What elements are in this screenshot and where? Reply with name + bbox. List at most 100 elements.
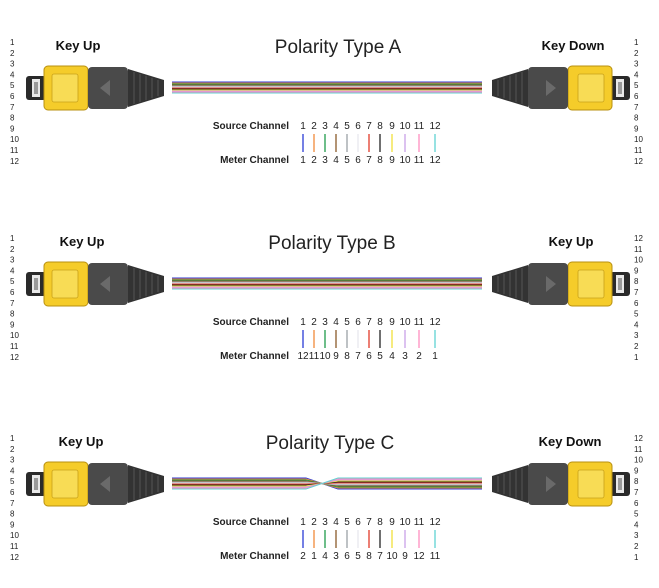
meter-channel-number: 11 [309, 351, 320, 362]
source-channel-number: 11 [414, 517, 425, 528]
meter-channel-number: 3 [322, 155, 328, 166]
left-pin-number: 2 [10, 245, 15, 254]
source-channel-number: 3 [322, 121, 328, 132]
source-channel-number: 2 [311, 317, 317, 328]
left-pin-number: 11 [10, 342, 19, 351]
right-pin-number: 12 [634, 157, 643, 166]
meter-channel-number: 8 [344, 351, 350, 362]
left-key-label: Key Up [60, 234, 105, 249]
right-pin-number: 10 [634, 456, 643, 465]
right-pin-number: 6 [634, 92, 639, 101]
source-channel-number: 5 [344, 317, 350, 328]
left-pin-number: 5 [10, 277, 15, 286]
source-channel-number: 1 [300, 317, 306, 328]
source-channel-number: 10 [399, 317, 411, 328]
left-pin-number: 1 [10, 38, 15, 47]
meter-channel-number: 3 [333, 551, 339, 562]
left-mpo-connector [26, 65, 164, 111]
right-pin-number: 6 [634, 499, 639, 508]
source-channel-number: 3 [322, 317, 328, 328]
meter-channel-number: 1 [300, 155, 306, 166]
meter-channel-number: 9 [333, 351, 339, 362]
right-pin-number: 2 [634, 342, 639, 351]
right-pin-number: 8 [634, 114, 639, 123]
source-channel-number: 2 [311, 517, 317, 528]
left-pin-number: 10 [10, 531, 19, 540]
source-channel-number: 7 [366, 317, 372, 328]
right-pin-number: 4 [634, 70, 639, 79]
right-pin-number: 8 [634, 477, 639, 486]
left-key-label: Key Up [59, 434, 104, 449]
source-channel-number: 12 [429, 517, 441, 528]
left-pin-number: 1 [10, 234, 15, 243]
panel-title: Polarity Type A [275, 37, 402, 58]
right-pin-number: 3 [634, 331, 639, 340]
source-channel-number: 10 [399, 517, 411, 528]
left-pin-number: 2 [10, 445, 15, 454]
source-channel-number: 4 [333, 317, 339, 328]
meter-channel-number: 12 [297, 351, 309, 362]
source-channel-number: 1 [300, 121, 306, 132]
right-mpo-connector [492, 65, 630, 111]
meter-channel-number: 1 [311, 551, 317, 562]
meter-channel-number: 7 [366, 155, 372, 166]
meter-channel-number: 10 [399, 155, 411, 166]
left-pin-number: 9 [10, 124, 15, 133]
meter-channel-number: 5 [377, 351, 383, 362]
left-pin-number: 11 [10, 542, 19, 551]
meter-channel-number: 4 [389, 351, 395, 362]
meter-channel-number: 9 [389, 155, 395, 166]
source-channel-number: 3 [322, 517, 328, 528]
right-pin-number: 2 [634, 49, 639, 58]
left-pin-number: 2 [10, 49, 15, 58]
left-pin-number: 6 [10, 488, 15, 497]
right-pin-number: 7 [634, 488, 639, 497]
left-pin-number: 9 [10, 320, 15, 329]
fiber-ribbon [172, 81, 482, 94]
left-pin-number: 12 [10, 353, 19, 362]
panel-title: Polarity Type B [268, 233, 395, 254]
right-key-label: Key Down [542, 38, 605, 53]
right-pin-number: 4 [634, 520, 639, 529]
right-mpo-connector [492, 461, 630, 507]
left-pin-number: 4 [10, 266, 15, 275]
right-pin-number: 12 [634, 234, 643, 243]
meter-channel-number: 10 [319, 351, 331, 362]
source-channel-number: 9 [389, 121, 395, 132]
right-pin-number: 2 [634, 542, 639, 551]
fiber-strand [172, 477, 482, 490]
source-channel-number: 8 [377, 121, 383, 132]
right-pin-number: 9 [634, 466, 639, 475]
source-channel-number: 11 [414, 121, 425, 132]
left-pin-number: 8 [10, 510, 15, 519]
right-key-label: Key Up [549, 234, 594, 249]
right-pin-number: 1 [634, 38, 639, 47]
left-pin-number: 1 [10, 434, 15, 443]
left-pin-number: 5 [10, 477, 15, 486]
left-pin-number: 7 [10, 299, 15, 308]
meter-channel-number: 5 [344, 155, 350, 166]
right-pin-number: 1 [634, 353, 639, 362]
source-channel-number: 9 [389, 517, 395, 528]
left-pin-number: 8 [10, 310, 15, 319]
source-channel-number: 5 [344, 517, 350, 528]
left-pin-number: 5 [10, 81, 15, 90]
meter-channel-number: 2 [416, 351, 422, 362]
right-pin-number: 10 [634, 256, 643, 265]
source-channel-label: Source Channel [213, 317, 289, 328]
right-pin-number: 4 [634, 320, 639, 329]
source-channel-number: 7 [366, 121, 372, 132]
left-pin-number: 10 [10, 331, 19, 340]
left-pin-number: 11 [10, 146, 19, 155]
source-channel-number: 12 [429, 317, 441, 328]
left-pin-number: 7 [10, 499, 15, 508]
meter-channel-number: 11 [430, 551, 441, 562]
source-channel-number: 11 [414, 317, 425, 328]
meter-channel-number: 7 [377, 551, 383, 562]
right-pin-number: 6 [634, 299, 639, 308]
right-pin-number: 8 [634, 277, 639, 286]
meter-channel-number: 5 [355, 551, 361, 562]
